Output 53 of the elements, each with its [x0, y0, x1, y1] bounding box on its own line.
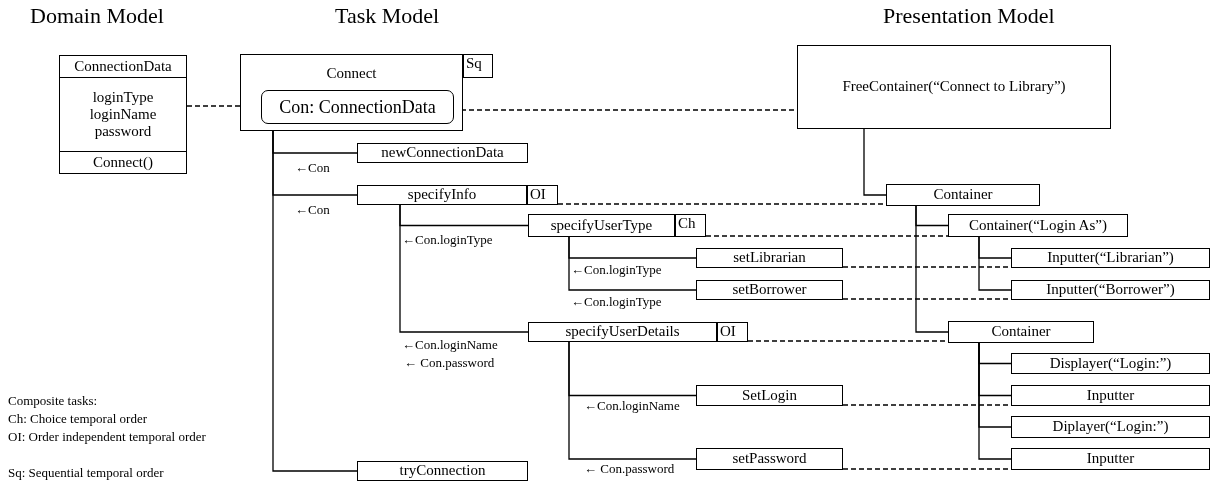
- task-name: Connect: [326, 65, 377, 83]
- task-box: Inputter(“Borrower”): [1011, 280, 1210, 300]
- note-text: Composite tasks:: [8, 392, 99, 410]
- task-box: Diplayer(“Login:”): [1011, 416, 1210, 438]
- edge-label: ←Con.loginType: [571, 262, 662, 278]
- binding-label: ← Con.password: [404, 355, 495, 371]
- task-box: specifyUserType: [528, 214, 675, 237]
- task-box: SetLogin: [696, 385, 843, 406]
- note-text: OI: Order independent temporal order: [8, 428, 207, 446]
- tree-connector: [272, 130, 358, 472]
- operator-tag: OI: [717, 322, 748, 342]
- task-box: Inputter: [1011, 448, 1210, 470]
- tree-connector: [568, 236, 697, 291]
- task-box: setPassword: [696, 448, 843, 470]
- class-name: ConnectionData: [73, 57, 173, 76]
- edge-label: ←Con.loginName: [402, 337, 498, 353]
- section-heading: Presentation Model: [883, 3, 1055, 29]
- task-box: setLibrarian: [696, 248, 843, 268]
- operator-tag: Sq: [463, 54, 493, 78]
- task-box: specifyInfo: [357, 185, 527, 205]
- object-box: Con: ConnectionData: [261, 90, 454, 124]
- note-text: Sq: Sequential temporal order: [8, 464, 165, 482]
- class-box: [59, 55, 187, 174]
- tree-connector: [978, 342, 1012, 460]
- container-box: FreeContainer(“Connect to Library”): [797, 45, 1111, 129]
- task-box: Displayer(“Login:”): [1011, 353, 1210, 374]
- section-heading: Task Model: [335, 3, 440, 29]
- operator-tag: Ch: [675, 214, 706, 237]
- tree-connector: [978, 236, 1012, 291]
- mapping-line: [705, 235, 949, 237]
- operator-tag: OI: [527, 185, 558, 205]
- task-box: Container: [948, 321, 1094, 343]
- task-box: Container: [886, 184, 1040, 206]
- tree-connector: [915, 205, 949, 333]
- task-box: [240, 54, 463, 131]
- task-box: Inputter: [1011, 385, 1210, 406]
- section-heading: Domain Model: [30, 3, 164, 29]
- method-name: Connect(): [92, 152, 154, 172]
- task-box: Container(“Login As”): [948, 214, 1128, 237]
- task-box: setBorrower: [696, 280, 843, 300]
- edge-label: ←Con.loginName: [584, 398, 680, 414]
- task-box: Inputter(“Librarian”): [1011, 248, 1210, 268]
- tree-connector: [399, 204, 529, 333]
- tree-connector: [863, 128, 887, 196]
- task-box: specifyUserDetails: [528, 322, 717, 342]
- task-box: newConnectionData: [357, 143, 528, 163]
- note-text: Ch: Choice temporal order: [8, 410, 148, 428]
- attribute-list: loginType loginName password: [60, 78, 186, 151]
- tree-connector: [568, 341, 697, 460]
- edge-label: ←Con.loginType: [402, 232, 493, 248]
- edge-label: ←Con.loginType: [571, 294, 662, 310]
- edge-label: ← Con.password: [584, 461, 675, 477]
- task-box: tryConnection: [357, 461, 528, 481]
